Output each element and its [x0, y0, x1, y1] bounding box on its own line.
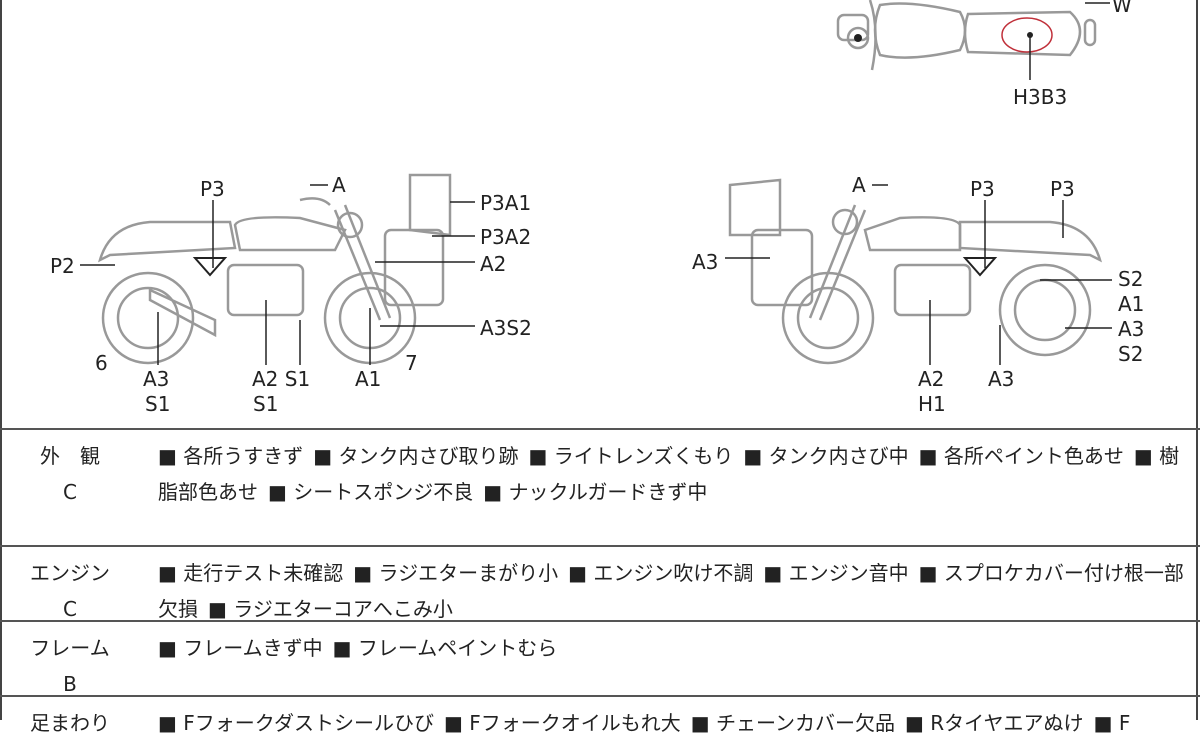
- condition-item: ■ 樹脂部色あせ: [158, 444, 1180, 504]
- condition-item: ■ F: [1093, 711, 1131, 735]
- condition-row-exterior: 外 観 C ■ 各所うすきず ■ タンク内さび取り跡 ■ ライトレンズくもり ■ タン…: [0, 428, 1200, 545]
- label: A3: [143, 367, 170, 391]
- category-label: 外 観: [40, 444, 100, 468]
- category-label: 足まわり: [30, 711, 110, 735]
- label: A2 S1: [252, 367, 311, 391]
- condition-item: ■ ラジエターまがり小: [353, 561, 559, 585]
- label: A2: [918, 367, 945, 391]
- left-leader-lines: [80, 184, 475, 365]
- label: P3: [1050, 177, 1075, 201]
- condition-item: ■ Fフォークオイルもれ大: [443, 711, 681, 735]
- grade-label: C: [63, 597, 77, 621]
- category-cell: 足まわり: [30, 705, 110, 741]
- condition-item: ■ ナックルガードきず中: [483, 480, 708, 504]
- right-leader-lines: [725, 184, 1112, 365]
- label: S1: [253, 392, 279, 416]
- condition-item: ■ 各所うすきず: [158, 444, 304, 468]
- label: S2: [1118, 342, 1144, 366]
- label: A3: [692, 250, 719, 274]
- condition-items: ■ Fフォークダストシールひび ■ Fフォークオイルもれ大 ■ チェーンカバー欠品 ■…: [158, 705, 1188, 741]
- condition-item: ■ タンク内さび取り跡: [313, 444, 519, 468]
- condition-item: ■ ライトレンズくもり: [528, 444, 734, 468]
- grade-label: B: [63, 672, 77, 696]
- condition-item: ■ シートスポンジ不良: [268, 480, 474, 504]
- label: P3: [200, 177, 225, 201]
- condition-item: ■ 各所ペイント色あせ: [918, 444, 1124, 468]
- label: P3A2: [480, 225, 532, 249]
- label: A1: [355, 367, 382, 391]
- condition-item: ■ Rタイヤエアぬけ: [905, 711, 1084, 735]
- category-cell: エンジン C: [30, 555, 110, 627]
- label: S1: [145, 392, 171, 416]
- condition-items: ■ 各所うすきず■ タンク内さび取り跡■ ライトレンズくもり■ タンク内さび中■…: [158, 438, 1188, 510]
- category-cell: 外 観 C: [30, 438, 110, 510]
- top-view-motorcycle: [836, 0, 1110, 80]
- grade-label: C: [63, 480, 77, 504]
- condition-items: ■ フレームきず中 ■ フレームペイントむら: [158, 630, 1188, 666]
- condition-row-engine: エンジン C ■ 走行テスト未確認■ ラジエターまがり小■ エンジン吹け不調■ …: [0, 545, 1200, 621]
- sheet-frame: [0, 0, 1198, 720]
- label: 6: [95, 351, 108, 375]
- condition-item: ■ エンジン吹け不調: [568, 561, 754, 585]
- label: 7: [405, 351, 418, 375]
- condition-item: ■ Fフォークダストシールひび: [158, 711, 434, 735]
- category-label: エンジン: [30, 561, 110, 585]
- condition-item: ■ スプロケカバー付け根一部欠損: [158, 561, 1184, 621]
- condition-item: ■ エンジン音中: [763, 561, 909, 585]
- label: H1: [918, 392, 946, 416]
- condition-row-frame: フレーム B ■ フレームきず中 ■ フレームペイントむら: [0, 620, 1200, 696]
- label-w: W: [1112, 0, 1132, 17]
- label: A3S2: [480, 316, 532, 340]
- category-cell: フレーム B: [30, 630, 110, 702]
- label: P2: [50, 254, 75, 278]
- label: P3: [970, 177, 995, 201]
- label-h3b3: H3B3: [1013, 85, 1068, 109]
- label: A: [332, 173, 346, 197]
- motorcycle-diagrams: [80, 0, 1112, 365]
- condition-item: ■ タンク内さび中: [743, 444, 909, 468]
- condition-item: ■ 走行テスト未確認: [158, 561, 344, 585]
- label: A1: [1118, 292, 1145, 316]
- label: A3: [1118, 317, 1145, 341]
- condition-row-suspension: 足まわり ■ Fフォークダストシールひび ■ Fフォークオイルもれ大 ■ チェーンカ…: [0, 695, 1200, 755]
- right-side-motorcycle: [728, 178, 1102, 365]
- condition-item: ■ フレームペイントむら: [332, 636, 558, 660]
- label: A: [852, 173, 866, 197]
- left-side-motorcycle: [98, 173, 452, 365]
- condition-items: ■ 走行テスト未確認■ ラジエターまがり小■ エンジン吹け不調■ エンジン音中■…: [158, 555, 1188, 627]
- label: A2: [480, 252, 507, 276]
- condition-item: ■ ラジエターコアへこみ小: [208, 597, 453, 621]
- label: A3: [988, 367, 1015, 391]
- condition-item: ■ チェーンカバー欠品: [690, 711, 895, 735]
- label: P3A1: [480, 191, 532, 215]
- category-label: フレーム: [30, 636, 110, 660]
- label: S2: [1118, 267, 1144, 291]
- condition-item: ■ フレームきず中: [158, 636, 323, 660]
